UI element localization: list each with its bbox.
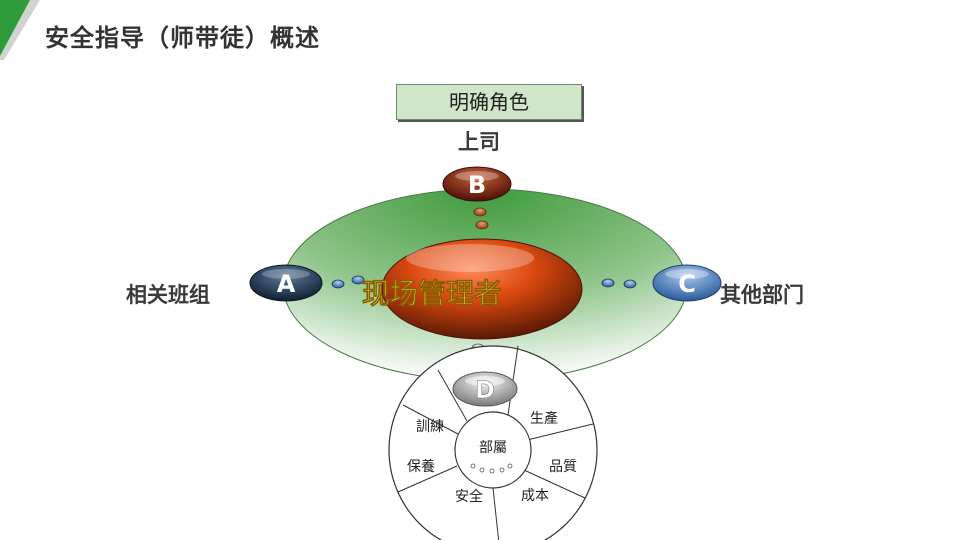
ring-segment-maintenance: 保養 <box>407 458 435 475</box>
role-box: 明确角色 <box>396 84 582 120</box>
connector-dots-right <box>601 278 637 289</box>
node-b: B <box>442 166 512 202</box>
node-a-letter: A <box>277 270 296 298</box>
page-title: 安全指导（师带徒）概述 <box>45 24 320 52</box>
corner-accent <box>0 0 40 60</box>
node-d: D <box>452 371 518 407</box>
node-c: C <box>652 264 722 302</box>
node-c-letter: C <box>678 270 696 298</box>
ring-segment-quality: 品質 <box>549 459 577 475</box>
node-a: A <box>249 264 323 302</box>
ring-center-dots <box>470 463 513 474</box>
label-left-teams: 相关班组 <box>126 283 210 307</box>
center-ball <box>381 238 583 340</box>
label-right-departments: 其他部门 <box>720 283 804 307</box>
connector-dots-top <box>473 207 489 230</box>
connector-dots-left <box>331 275 365 289</box>
ring-segment-cost: 成本 <box>521 488 549 504</box>
ring-segment-safety: 安全 <box>455 488 483 505</box>
ring-segment-training: 訓練 <box>416 419 444 435</box>
center-ball-highlight <box>406 244 534 272</box>
node-d-letter: D <box>475 376 495 404</box>
subordinate-ring: 部屬 生產 品質 成本 安全 保養 訓練 <box>388 345 598 540</box>
ring-inner <box>454 411 532 489</box>
node-b-letter: B <box>468 171 486 199</box>
ring-center-label: 部屬 <box>479 440 507 456</box>
ring-segment-production: 生產 <box>530 410 558 427</box>
label-top-boss: 上司 <box>458 130 500 154</box>
center-label: 现场管理者 <box>362 277 502 310</box>
